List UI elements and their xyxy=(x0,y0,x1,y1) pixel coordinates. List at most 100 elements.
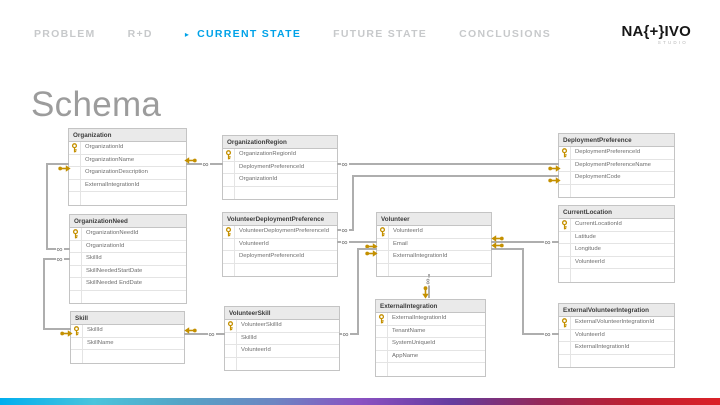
relationship-line-volunteer-volunteerskill xyxy=(357,248,359,335)
key-cell xyxy=(225,332,237,344)
key-cell xyxy=(223,238,235,250)
table-title: VolunteerDeploymentPreference xyxy=(223,213,337,226)
table-row xyxy=(376,363,485,376)
key-icon xyxy=(490,241,504,249)
nav-item-future-state[interactable]: FUTURE STATE xyxy=(333,28,428,40)
relationship-line-volunteer-externalvolunteerintegration xyxy=(491,248,524,250)
relationship-line-volunteerdeploymentpreference-volunteer xyxy=(337,241,377,243)
key-icon xyxy=(72,228,79,239)
field-name: CurrentLocationId xyxy=(575,221,622,227)
table-row: ExternalIntegrationId xyxy=(559,342,674,355)
table-row: DeploymentCode xyxy=(559,172,674,185)
table-title: Volunteer xyxy=(377,213,491,226)
nav-item-current-state[interactable]: ▸CURRENT STATE xyxy=(184,28,302,40)
table-row: OrganizationName xyxy=(69,154,186,167)
field-name xyxy=(237,358,339,371)
table-row: AppName xyxy=(376,350,485,363)
field-name: SkillId xyxy=(86,255,102,261)
field-name: OrganizationId xyxy=(85,144,124,150)
field-name: VolunteerDeploymentPreferenceId xyxy=(239,228,330,234)
key-cell xyxy=(70,290,82,303)
relationship-line-volunteer-externalvolunteerintegration xyxy=(522,333,559,335)
table-row: SystemUniqueId xyxy=(376,338,485,351)
primary-key-cell xyxy=(70,228,82,240)
table-title: CurrentLocation xyxy=(559,206,674,219)
field-name: ExternalIntegrationId xyxy=(85,181,140,188)
key-icon xyxy=(378,313,385,324)
field-name xyxy=(83,350,184,363)
table-title: ExternalVolunteerIntegration xyxy=(559,304,674,317)
table-title: OrganizationNeed xyxy=(70,215,186,228)
field-name xyxy=(81,192,186,205)
field-name: Email xyxy=(393,240,408,247)
table-row: VolunteerId xyxy=(559,329,674,342)
table-row xyxy=(377,263,491,276)
key-icon xyxy=(364,242,378,250)
field-name: VolunteerSkillId xyxy=(241,322,282,328)
field-name xyxy=(571,185,674,198)
relationship-line-volunteerdeploymentpreference-deploymentpreference xyxy=(352,175,354,231)
key-cell xyxy=(559,342,571,354)
primary-key-cell xyxy=(559,317,571,329)
field-name: AppName xyxy=(392,352,419,359)
field-name: OrganizationRegionId xyxy=(239,151,296,157)
field-name xyxy=(82,291,186,304)
key-cell xyxy=(559,159,571,171)
table-row: SkillName xyxy=(71,337,184,350)
table-title: DeploymentPreference xyxy=(559,134,674,147)
field-name: DeploymentPreferenceId xyxy=(575,149,641,155)
key-cell xyxy=(69,167,81,179)
key-cell xyxy=(70,265,82,277)
nav-item-problem[interactable]: PROBLEM xyxy=(34,28,96,40)
table-row xyxy=(223,263,337,277)
field-name xyxy=(235,264,337,277)
table-row xyxy=(71,350,184,363)
many-side-infinity-icon: ∞ xyxy=(201,158,210,169)
page-title: Schema xyxy=(31,85,162,125)
table-row: Email xyxy=(377,238,491,251)
nav-item-conclusions[interactable]: CONCLUSIONS xyxy=(459,28,552,40)
many-side-infinity-icon: ∞ xyxy=(207,328,216,339)
table-row: SkillId xyxy=(71,325,184,338)
key-cell xyxy=(225,357,237,370)
key-icon xyxy=(225,149,232,160)
many-side-infinity-icon: ∞ xyxy=(543,328,552,339)
key-cell xyxy=(70,253,82,265)
key-icon xyxy=(73,325,80,336)
table-row: ExternalIntegrationId xyxy=(69,179,186,192)
key-cell xyxy=(376,350,388,362)
relationship-line-volunteer-externalintegration xyxy=(428,274,430,298)
table-row: DeploymentPreferenceName xyxy=(559,159,674,172)
key-cell xyxy=(559,329,571,341)
table-row: VolunteerDeploymentPreferenceId xyxy=(223,226,337,239)
one-side-key-icon xyxy=(364,245,378,257)
key-cell xyxy=(559,172,571,184)
table-row: SkillNeeded EndDate xyxy=(70,278,186,291)
one-side-key-icon xyxy=(490,234,504,247)
table-row: ExternalVolunteerIntegrationId xyxy=(559,317,674,330)
field-name: SkillNeededStartDate xyxy=(86,267,143,274)
key-cell xyxy=(376,325,388,337)
logo-subtext: STUDIO xyxy=(657,40,688,45)
relationship-line-organizationneed-organization xyxy=(46,163,69,165)
table-row: ExternalIntegrationId xyxy=(377,251,491,264)
nav-item-r-d[interactable]: R+D xyxy=(127,28,153,40)
field-name: ExternalVolunteerIntegrationId xyxy=(575,319,655,325)
field-name: VolunteerId xyxy=(575,258,605,265)
relationship-line-organizationneed-skill xyxy=(43,328,71,330)
one-side-key-icon xyxy=(421,285,434,299)
primary-key-cell xyxy=(225,320,237,332)
field-name: OrganizationId xyxy=(86,242,125,249)
